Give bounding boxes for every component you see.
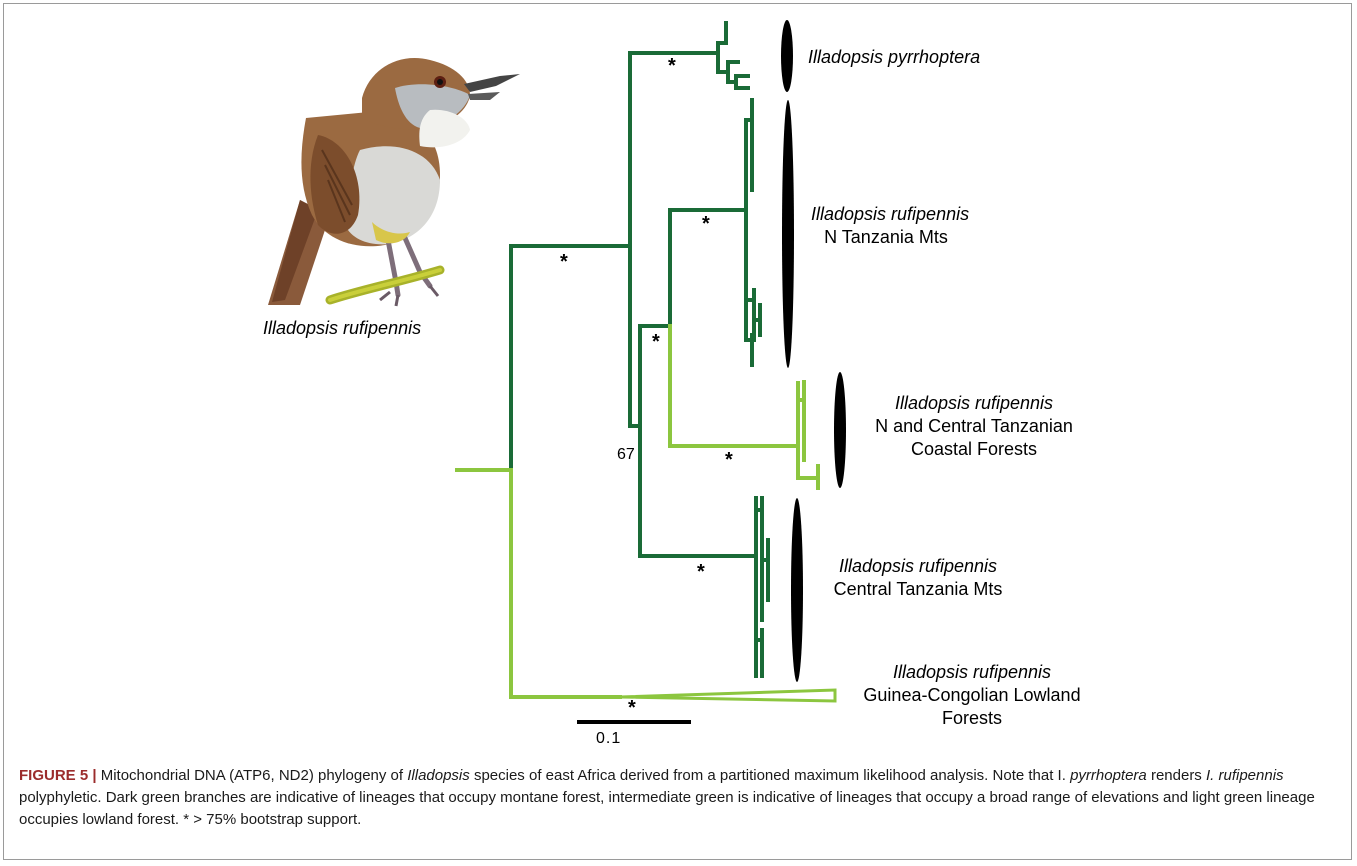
support-star: * [560, 252, 568, 272]
bird-illustration [268, 58, 520, 306]
support-star: * [697, 562, 705, 582]
illustration-caption: Illadopsis rufipennis [263, 318, 421, 339]
clade-label-pyrrhoptera: Illadopsis pyrrhoptera [808, 46, 980, 69]
support-star: * [702, 214, 710, 234]
marker-pyrrhoptera [781, 20, 793, 92]
clade-label-n-tanzania: Illadopsis rufipennis N Tanzania Mts [811, 203, 961, 249]
support-star: * [652, 332, 660, 352]
tree-branches [457, 23, 835, 701]
marker-coastal [834, 372, 846, 488]
support-star: * [628, 698, 636, 718]
clade-label-lowland: Illadopsis rufipennis Guinea-Congolian L… [852, 661, 1092, 730]
clade-label-coastal: Illadopsis rufipennis N and Central Tanz… [859, 392, 1089, 461]
figure-number: FIGURE 5 | [19, 767, 97, 784]
support-star: * [668, 56, 676, 76]
support-value-67: 67 [617, 446, 635, 464]
marker-n-tanzania [782, 100, 794, 368]
marker-central-tanzania [791, 498, 803, 682]
clade-label-central-tanzania: Illadopsis rufipennis Central Tanzania M… [818, 555, 1018, 601]
support-star: * [725, 450, 733, 470]
figure-caption: FIGURE 5 | Mitochondrial DNA (ATP6, ND2)… [19, 765, 1339, 831]
scale-bar-label: 0.1 [596, 730, 621, 748]
lowland-collapsed-clade [620, 690, 835, 701]
